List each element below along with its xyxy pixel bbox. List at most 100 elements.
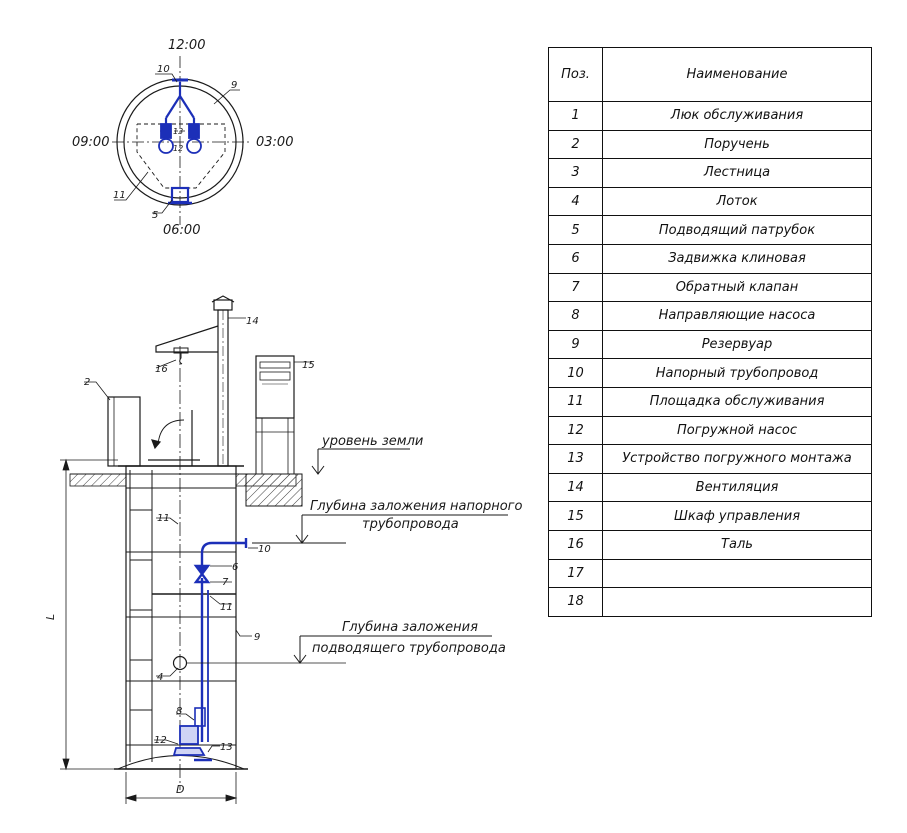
row-name: Обратный клапан [602, 272, 872, 303]
section-pressure-pipe [193, 538, 248, 742]
ground-level-label: уровень земли [321, 434, 423, 449]
plan-callout: 11 [113, 190, 126, 201]
plan-leader-9 [213, 89, 240, 105]
tank-bottom-mound [117, 755, 245, 770]
row-position: 9 [548, 329, 603, 360]
table-row: 17 [548, 558, 872, 589]
cabinet-foundation [245, 473, 303, 507]
plan-labels: 12:00 03:00 06:00 09:00 10 9 13 12 11 5 [72, 38, 293, 238]
plan-callout: 5 [152, 210, 158, 221]
row-position: 12 [548, 415, 603, 446]
table-header-row: Поз. Наименование [548, 47, 872, 102]
plan-callout: 13 [173, 127, 183, 136]
row-name: Подводящий патрубок [602, 215, 872, 245]
plan-leader-5 [152, 199, 173, 214]
table-row: 18 [548, 587, 872, 617]
row-name: Шкаф управления [602, 501, 872, 531]
hoist-boom [155, 325, 219, 353]
control-cabinet [255, 355, 295, 419]
row-name: Лестница [602, 158, 872, 188]
row-name: Лоток [602, 186, 872, 217]
row-position: 15 [548, 501, 603, 531]
clock-12-label: 12:00 [168, 38, 205, 53]
section-callout: 13 [220, 742, 233, 753]
section-callout: 11 [157, 513, 170, 524]
clock-3-label: 03:00 [256, 135, 293, 150]
row-name [602, 587, 872, 617]
row-name: Устройство погружного монтажа [602, 444, 872, 474]
section-callout: 4 [157, 672, 163, 683]
row-name: Задвижка клиновая [602, 243, 872, 274]
row-position: 2 [548, 129, 603, 160]
section-callout: 7 [222, 577, 229, 588]
clock-6-label: 06:00 [163, 223, 200, 238]
row-position: 14 [548, 472, 603, 503]
row-name: Погружной насос [602, 415, 872, 446]
ladder [129, 470, 153, 762]
row-position: 10 [548, 358, 603, 388]
pressure-depth-label-2: трубопровода [362, 517, 459, 532]
row-name: Направляющие насоса [602, 301, 872, 331]
inlet-depth-label-1: Глубина заложения [342, 620, 478, 635]
section-callout: 2 [84, 377, 90, 388]
section-callout: 6 [232, 562, 238, 573]
plan-pumps [158, 123, 202, 154]
row-position: 18 [548, 587, 603, 617]
row-position: 17 [548, 558, 603, 589]
ground-hatch-left [69, 473, 127, 487]
dimension-height [60, 458, 118, 771]
row-position: 11 [548, 386, 603, 417]
row-position: 3 [548, 158, 603, 188]
ground-level-marker [311, 448, 410, 475]
inlet-depth-label-2: подводящего трубопровода [312, 641, 506, 656]
plan-callout: 12 [173, 144, 183, 153]
row-name: Площадка обслуживания [602, 386, 872, 417]
section-leaders [84, 317, 312, 753]
plan-callout: 10 [157, 64, 170, 75]
row-position: 13 [548, 444, 603, 474]
clock-9-label: 09:00 [72, 135, 109, 150]
row-name: Резервуар [602, 329, 872, 360]
dimension-diameter [124, 772, 238, 804]
section-callout: 10 [258, 544, 271, 555]
row-position: 6 [548, 243, 603, 274]
dimension-diameter-label: D [176, 783, 184, 796]
pressure-depth-marker [252, 514, 508, 544]
hatch-handrail [107, 396, 141, 467]
section-view [60, 295, 508, 804]
dimension-height-label: L [44, 614, 57, 620]
plan-leader-11 [114, 171, 149, 201]
section-callout: 14 [246, 316, 259, 327]
row-name: Люк обслуживания [602, 101, 872, 131]
section-callout: 15 [302, 360, 315, 371]
pressure-depth-label-1: Глубина заложения напорного [310, 499, 523, 514]
row-position: 1 [548, 101, 603, 131]
inlet-depth-marker [186, 635, 492, 664]
section-callout: 8 [176, 706, 182, 717]
tank-body [125, 465, 237, 770]
row-position: 5 [548, 215, 603, 245]
section-callout: 16 [155, 364, 168, 375]
plan-platform-outline [136, 123, 226, 189]
row-name [602, 558, 872, 589]
row-position: 7 [548, 272, 603, 303]
section-callout: 12 [154, 735, 167, 746]
section-callout: 9 [254, 632, 260, 643]
tank-ribs [126, 487, 236, 746]
